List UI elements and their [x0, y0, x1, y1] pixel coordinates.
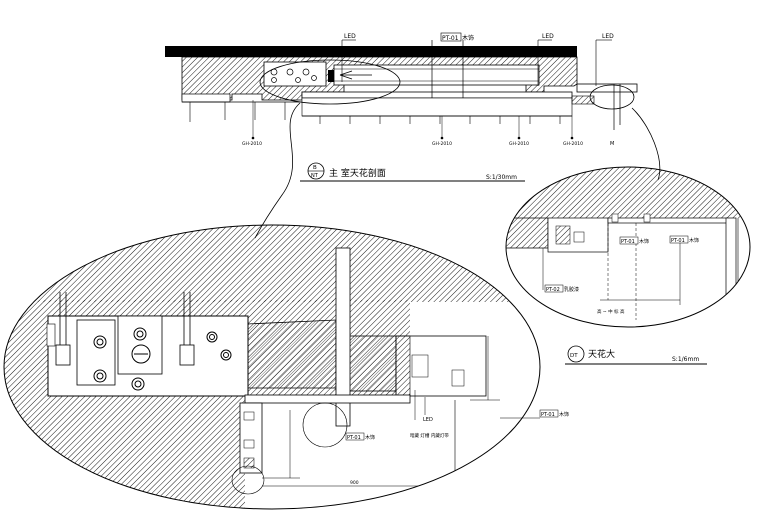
- center-post: [335, 247, 351, 427]
- rd-pt-a-suffix: 木饰: [639, 238, 649, 245]
- detail-title-text: 天花大: [588, 348, 615, 360]
- ld-pt-right-suffix: 木饰: [559, 411, 569, 418]
- label-led-right: LED: [602, 33, 614, 40]
- section-title: B NT 主 室天花剖面 S:1/30mm: [300, 162, 525, 182]
- rd-pt-a: PT-01: [621, 239, 635, 245]
- label-led-left: LED: [344, 33, 356, 40]
- rd-pt-b-suffix: 木饰: [689, 237, 699, 244]
- section-bubble-bottom: NT: [311, 173, 319, 179]
- ld-pt-mid-suffix: 木饰: [365, 434, 375, 441]
- detail-bubble: DT: [570, 353, 578, 359]
- right-detail-ellipse: [505, 166, 751, 328]
- ld-led: LED: [423, 417, 433, 423]
- large-detail: PT-01 木饰 PT-01 木饰 LED 暗藏 灯槽 内藏灯带 900: [3, 224, 569, 510]
- section-title-text: 主 室天花剖面: [329, 167, 386, 179]
- connector-curve-left: [254, 102, 301, 239]
- label-pt-top: PT-01: [442, 35, 459, 42]
- small-label-1: GH-2010: [242, 141, 262, 147]
- right-marker: M: [610, 141, 614, 147]
- label-pt-top-suffix: 木饰: [462, 34, 474, 42]
- small-label-3: GH-2010: [509, 141, 529, 147]
- ld-note: 暗藏 灯槽 内藏灯带: [410, 432, 449, 439]
- small-label-4: GH-2010: [563, 141, 583, 147]
- ld-pt-mid: PT-01: [347, 435, 361, 441]
- top-callout-ellipse-right: [589, 84, 635, 110]
- rd-dim-note: 高 ~ 中 标 高: [597, 308, 625, 315]
- rd-pt-b: PT-01: [671, 238, 685, 244]
- section-scale: S:1/30mm: [486, 174, 517, 181]
- large-detail-ellipse: [3, 224, 541, 510]
- ceiling-board: [301, 91, 573, 99]
- ld-pt-right: PT-01: [541, 412, 555, 418]
- right-detail: PT-01 木饰 PT-01 木饰 PT-02 乳胶漆 高 ~ 中 标 高: [505, 166, 751, 328]
- top-section: LED PT-01 木饰 LED LED GH-2010 GH-2010 GH-…: [165, 32, 638, 147]
- ld-dim-bottom: 900: [350, 480, 359, 486]
- detail-scale: S:1/6mm: [672, 356, 699, 363]
- small-label-2: GH-2010: [432, 141, 452, 147]
- label-led-mid: LED: [542, 33, 554, 40]
- ceiling-slab: [165, 46, 577, 57]
- rd-pt-c: PT-02: [546, 287, 560, 293]
- detail-title: DT 天花大 S:1/6mm: [565, 345, 707, 365]
- top-callout-ellipse-left: [259, 59, 401, 105]
- section-bubble-top: B: [313, 165, 317, 171]
- air-duct: [333, 64, 540, 86]
- rd-pt-c-suffix: 乳胶漆: [564, 286, 579, 293]
